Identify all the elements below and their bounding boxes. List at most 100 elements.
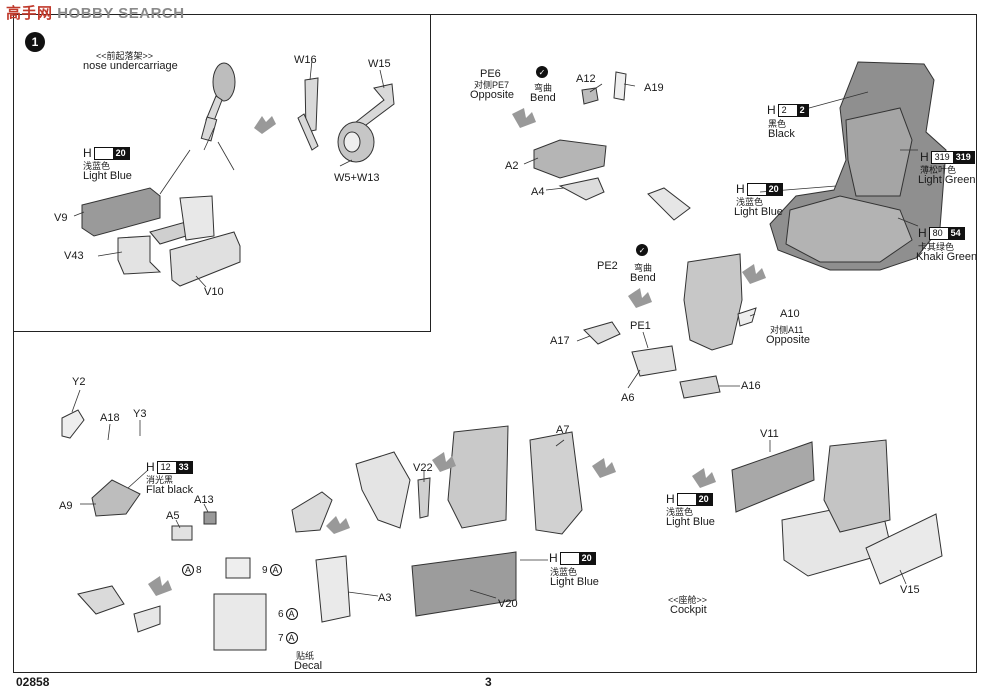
part-a4: A4 <box>531 186 545 198</box>
paint-number: 2 <box>796 104 808 116</box>
nose-color-en: Light Blue <box>83 170 132 182</box>
part-pe6: PE6 <box>480 68 501 80</box>
cockpit-light-blue-cn: 浅蓝色 <box>666 507 694 517</box>
paint-box: 20 <box>746 182 783 196</box>
bend-icon: ✓ <box>536 66 548 78</box>
decal-sheet-a-icon: A <box>285 608 298 620</box>
bend-cn: 弯曲 <box>534 83 553 93</box>
color-h: H <box>83 146 92 160</box>
part-a16: A16 <box>741 380 761 392</box>
part-a5: A5 <box>166 510 180 522</box>
paint-number: 20 <box>765 183 782 195</box>
part-v9: V9 <box>54 212 68 224</box>
watermark-en: HOBBY SEARCH <box>57 5 185 22</box>
part-v11: V11 <box>760 428 779 440</box>
pe6-opposite-en: Opposite <box>470 89 515 101</box>
decal-sheet-a-icon: A <box>269 564 282 576</box>
decal-sheet-a-icon: A <box>285 632 298 644</box>
pe6-opposite-cn: 对侧PE7 <box>474 80 510 90</box>
part-v15: V15 <box>900 584 920 596</box>
tub-light-blue-en: Light Blue <box>550 576 599 588</box>
step-number: 1 <box>31 35 39 49</box>
paint-code: 319 <box>931 151 953 163</box>
seat-light-blue-en: Light Blue <box>734 206 783 218</box>
page-border <box>13 14 977 673</box>
paint-number: 319 <box>952 151 974 163</box>
panel-flat-black-cn: 消光黑 <box>146 475 174 485</box>
paint-box: 20 <box>93 146 130 160</box>
nose-undercarriage-frame <box>13 14 431 332</box>
part-a18: A18 <box>100 412 120 424</box>
paint-code: 12 <box>157 461 176 473</box>
part-pe1: PE1 <box>630 320 651 332</box>
part-a10: A10 <box>780 308 800 320</box>
color-h: H <box>920 150 929 164</box>
part-y2: Y2 <box>72 376 86 388</box>
part-a7: A7 <box>556 424 570 436</box>
seat-color-light-blue: H 20 <box>736 182 783 196</box>
cockpit-title-cn: <<座舱>> <box>668 595 708 605</box>
color-h: H <box>736 182 745 196</box>
cockpit-title-en: Cockpit <box>670 604 707 616</box>
page-number: 3 <box>485 675 492 689</box>
decal-cn: 贴纸 <box>296 651 315 661</box>
part-a12: A12 <box>576 73 596 85</box>
watermark: 高手网 HOBBY SEARCH <box>6 2 185 23</box>
paint-number: 54 <box>947 227 964 239</box>
cockpit-light-blue-en: Light Blue <box>666 516 715 528</box>
part-v20: V20 <box>498 598 518 610</box>
paint-code: 2 <box>778 104 797 116</box>
decal-number: 7 <box>278 632 284 644</box>
bend2-cn: 弯曲 <box>634 263 653 273</box>
a10-opposite-en: Opposite <box>766 334 811 346</box>
seat-khaki-cn: 卡其绿色 <box>918 242 955 252</box>
kit-number: 02858 <box>16 675 50 689</box>
seat-light-blue-cn: 浅蓝色 <box>736 197 764 207</box>
seat-khaki-en: Khaki Green <box>916 251 978 263</box>
decal-number: 6 <box>278 608 284 620</box>
color-h: H <box>146 460 155 474</box>
decal-sheet-a-icon: A <box>182 564 194 576</box>
seat-light-green-en: Light Green <box>918 174 976 186</box>
part-v43: V43 <box>64 250 84 262</box>
a10-opposite-cn: 对侧A11 <box>770 325 804 335</box>
bend-icon-2: ✓ <box>636 244 648 256</box>
seat-light-green-cn: 薄松叶色 <box>920 165 957 175</box>
part-a13: A13 <box>194 494 214 506</box>
part-w5-w13: W5+W13 <box>334 172 380 184</box>
part-w16: W16 <box>294 54 317 66</box>
part-v22: V22 <box>413 462 433 474</box>
decal-en: Decal <box>294 660 323 672</box>
decal-7: 7 A <box>278 632 298 644</box>
decal-number: 8 <box>196 564 202 576</box>
color-h: H <box>666 492 675 506</box>
paint-number: 20 <box>112 147 129 159</box>
paint-box: 20 <box>676 492 713 506</box>
paint-number: 33 <box>175 461 192 473</box>
seat-black-en: Black <box>768 128 795 140</box>
part-a17: A17 <box>550 335 570 347</box>
step-number-badge: 1 <box>25 32 45 52</box>
panel-flat-black-en: Flat black <box>146 484 194 496</box>
part-a6: A6 <box>621 392 635 404</box>
paint-code: 80 <box>929 227 948 239</box>
color-h: H <box>918 226 927 240</box>
bend-en: Bend <box>530 92 556 104</box>
part-a3: A3 <box>378 592 392 604</box>
part-y3: Y3 <box>133 408 147 420</box>
part-pe2: PE2 <box>597 260 618 272</box>
watermark-cn: 高手网 <box>6 5 53 22</box>
part-a9: A9 <box>59 500 73 512</box>
decal-9: 9 A <box>262 564 282 576</box>
paint-number: 20 <box>695 493 712 505</box>
nose-title-en: nose undercarriage <box>83 60 178 72</box>
part-w15: W15 <box>368 58 391 70</box>
seat-black-cn: 黑色 <box>768 119 787 129</box>
